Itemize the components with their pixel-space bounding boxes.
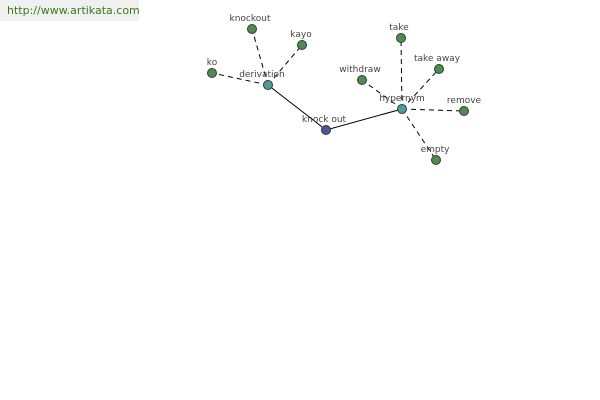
node-ko-label[interactable]: ko: [207, 58, 218, 68]
node-hypernym[interactable]: hypernym: [379, 94, 425, 114]
node-kayo-dot[interactable]: [297, 40, 307, 50]
node-hypernym-label[interactable]: hypernym: [379, 94, 425, 104]
edge-hypernym-to-take-away: [401, 68, 440, 110]
node-knockout[interactable]: knockout: [229, 14, 271, 34]
node-ko[interactable]: ko: [207, 58, 218, 78]
node-knock-out-label[interactable]: knock out: [302, 115, 347, 125]
node-remove-dot[interactable]: [459, 106, 469, 116]
node-hypernym-dot[interactable]: [397, 104, 407, 114]
edge-knock-out-to-hypernym: [325, 108, 403, 131]
edge-derivation-to-ko: [211, 72, 269, 86]
edge-hypernym-to-take: [400, 37, 403, 110]
nodes-layer: knock out derivation hypernym knockout kayo k…: [207, 14, 482, 165]
site-url-link[interactable]: http://www.artikata.com: [0, 0, 140, 21]
node-withdraw-label[interactable]: withdraw: [339, 65, 380, 75]
edges-layer: [211, 28, 465, 161]
node-take-away[interactable]: take away: [414, 54, 461, 74]
node-derivation-dot[interactable]: [263, 80, 273, 90]
node-empty-label[interactable]: empty: [421, 145, 451, 155]
node-ko-dot[interactable]: [207, 68, 217, 78]
node-knockout-label[interactable]: knockout: [229, 14, 270, 24]
node-take-away-dot[interactable]: [434, 64, 444, 74]
edge-hypernym-to-remove: [401, 108, 465, 112]
node-kayo-label[interactable]: kayo: [290, 30, 312, 40]
node-knock-out[interactable]: knock out: [302, 115, 347, 135]
node-knock-out-dot[interactable]: [321, 125, 331, 135]
node-take[interactable]: take: [389, 23, 409, 43]
node-empty[interactable]: empty: [421, 145, 451, 165]
edge-derivation-to-knockout: [251, 28, 269, 86]
node-knockout-dot[interactable]: [247, 24, 257, 34]
node-take-dot[interactable]: [396, 33, 406, 43]
edge-knock-out-to-derivation: [267, 84, 327, 131]
node-withdraw[interactable]: withdraw: [339, 65, 381, 85]
node-take-away-label[interactable]: take away: [414, 54, 461, 64]
node-take-label[interactable]: take: [389, 23, 409, 33]
node-derivation[interactable]: derivation: [239, 70, 285, 90]
node-empty-dot[interactable]: [431, 155, 441, 165]
node-remove[interactable]: remove: [447, 96, 482, 116]
node-withdraw-dot[interactable]: [357, 75, 367, 85]
edge-hypernym-to-empty: [401, 108, 437, 161]
node-kayo[interactable]: kayo: [290, 30, 312, 50]
node-remove-label[interactable]: remove: [447, 96, 482, 106]
node-derivation-label[interactable]: derivation: [239, 70, 285, 80]
